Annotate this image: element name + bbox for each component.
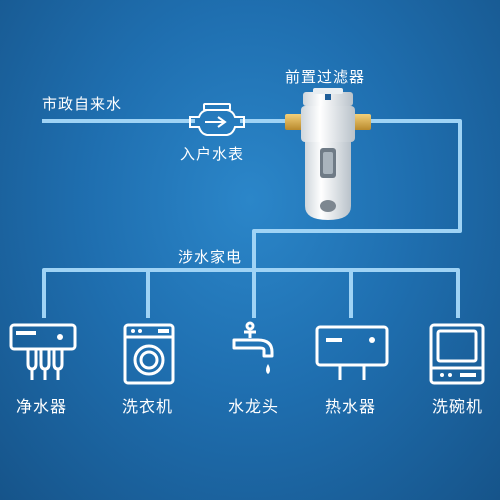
appliance-label-dishwasher: 洗碗机 (432, 397, 484, 416)
appliance-label-faucet: 水龙头 (228, 397, 280, 416)
water-meter-icon (189, 103, 245, 136)
prefilter-device-icon (285, 88, 371, 220)
appliance-label-purifier: 净水器 (16, 397, 68, 416)
prefilter-label: 前置过滤器 (285, 68, 366, 86)
water-appliances-label: 涉水家电 (178, 248, 243, 266)
distribution-pipe (42, 268, 460, 318)
faucet-icon (232, 321, 274, 374)
dishwasher-icon (429, 323, 485, 385)
municipal-water-label: 市政自来水 (42, 95, 123, 113)
water-meter-label: 入户水表 (180, 145, 245, 163)
water-heater-icon (315, 325, 389, 380)
water-purifier-icon (9, 323, 77, 380)
filter-outlet-pipe (252, 119, 462, 270)
appliance-label-water-heater: 热水器 (325, 397, 377, 416)
washing-machine-icon (123, 323, 175, 385)
appliance-label-washing-machine: 洗衣机 (122, 397, 174, 416)
